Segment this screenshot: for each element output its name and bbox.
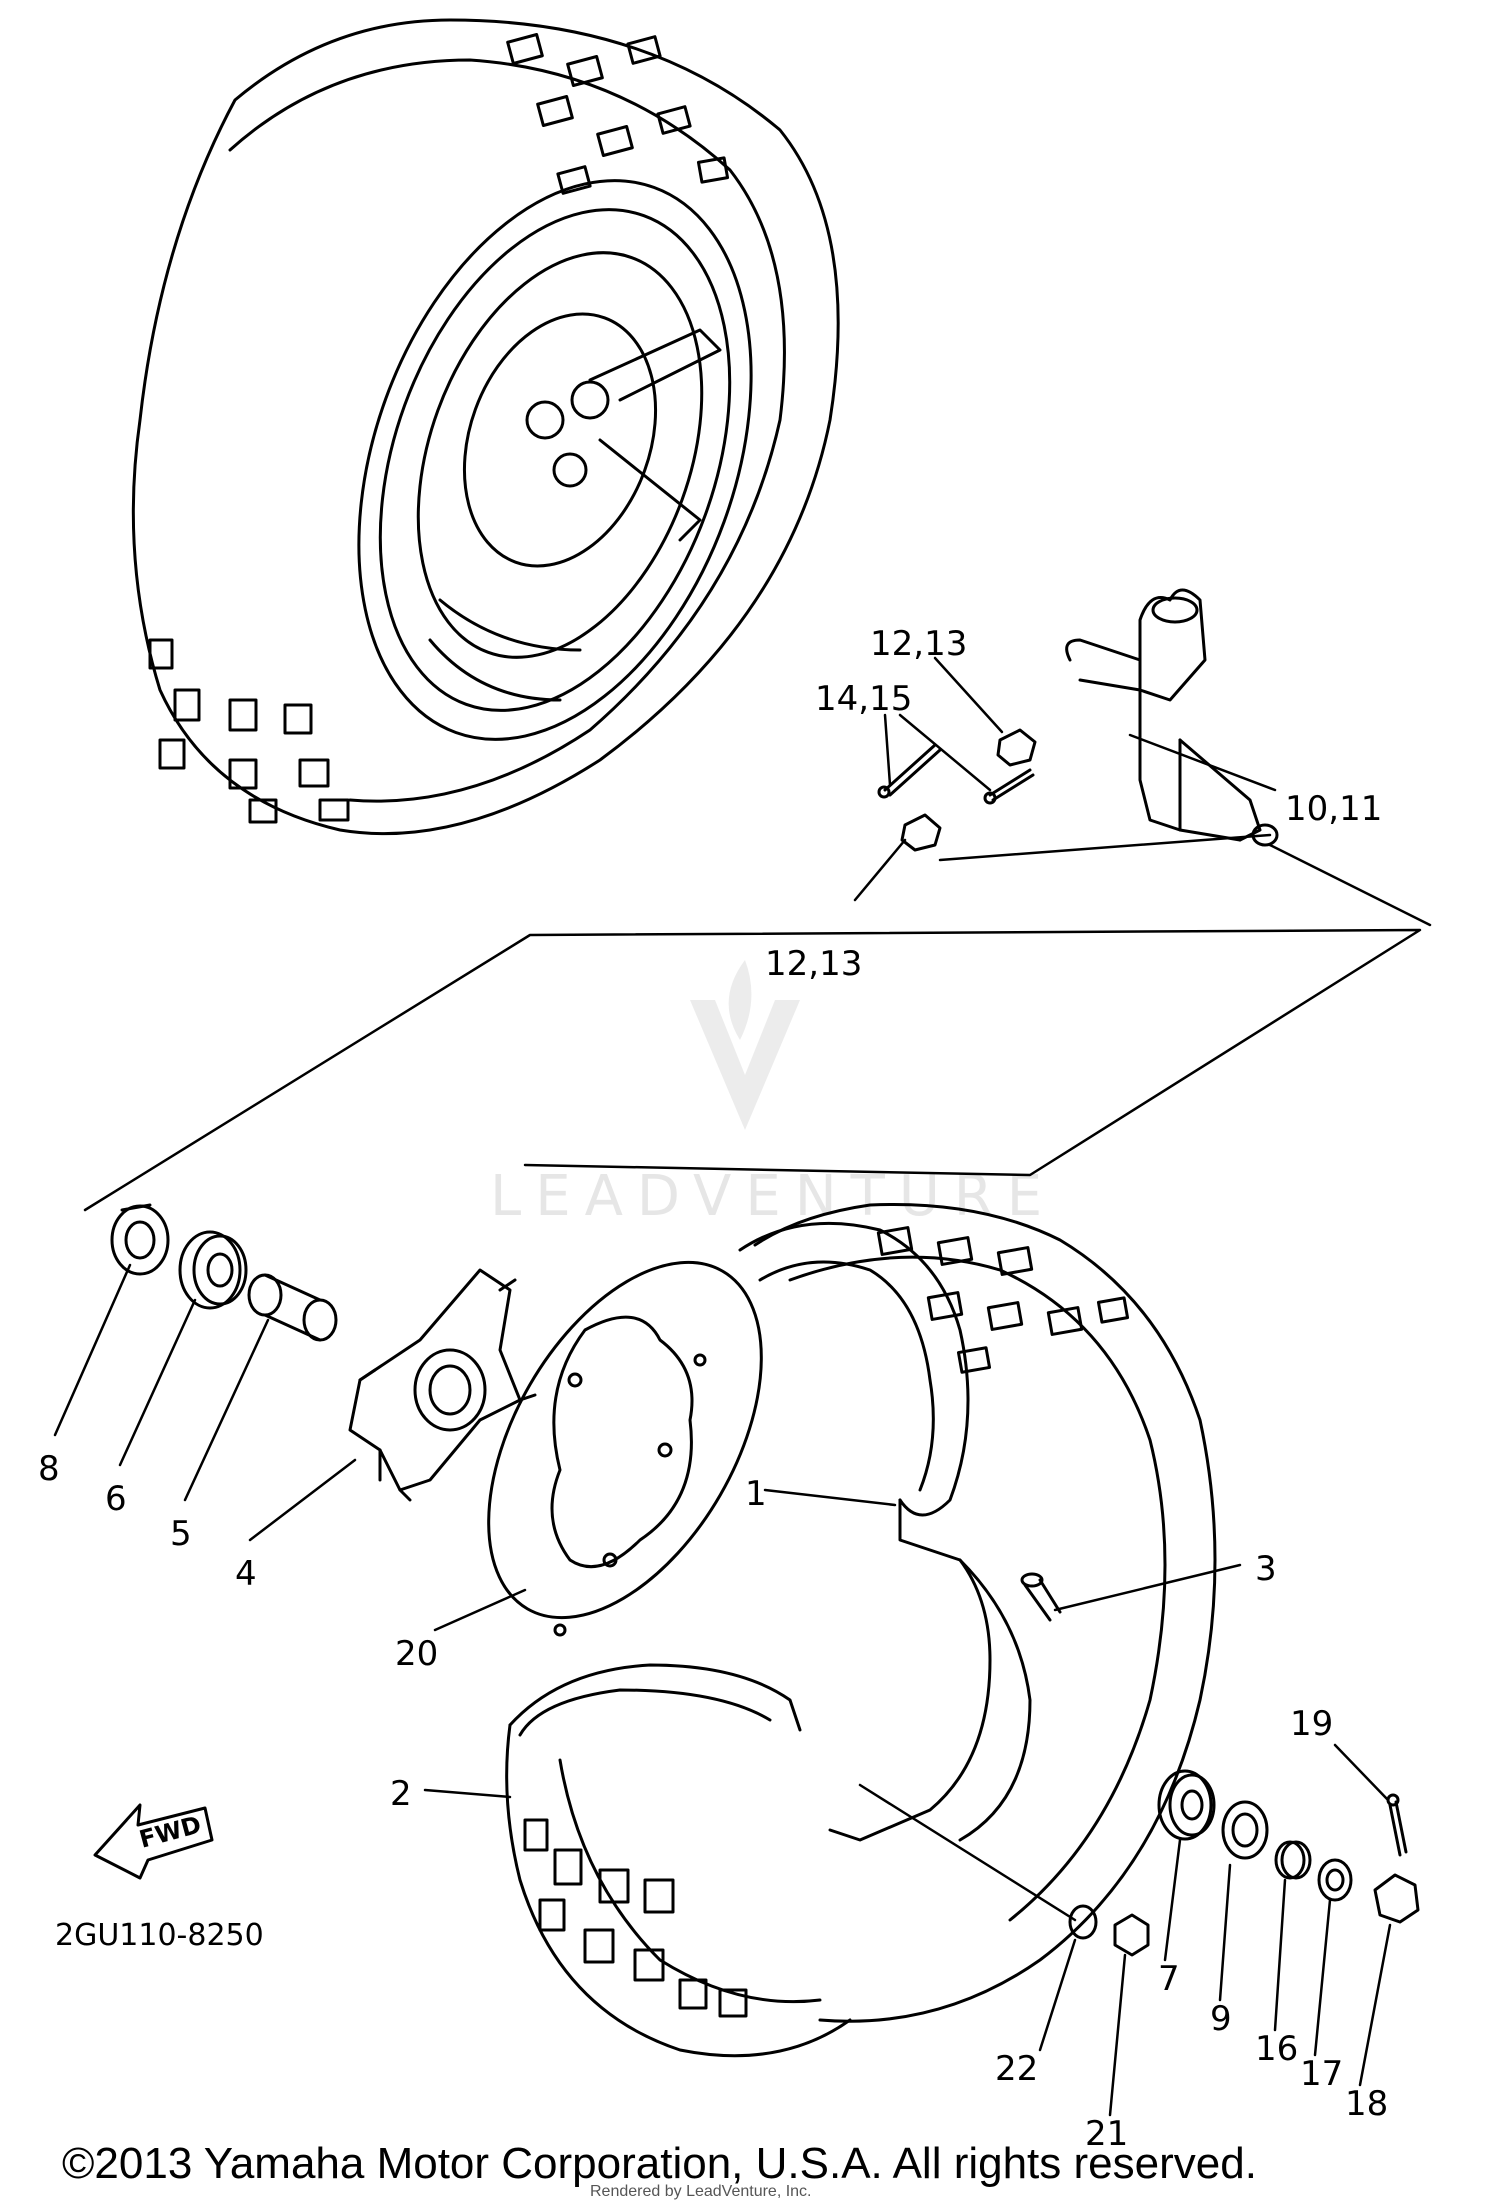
centerline — [83, 833, 1432, 1212]
callout-1: 1 — [745, 1474, 767, 1514]
bearing-6 — [178, 1230, 248, 1310]
tire-right — [753, 1202, 1217, 2023]
steering-knuckle — [1065, 588, 1279, 847]
callout-19: 19 — [1290, 1704, 1333, 1744]
callout-8: 8 — [38, 1449, 60, 1489]
copyright: ©2013 Yamaha Motor Corporation, U.S.A. A… — [62, 2139, 1257, 2188]
spacer-5 — [247, 1273, 338, 1342]
callout-7: 7 — [1158, 1959, 1180, 1999]
rim-outer-1 — [738, 1221, 1032, 1842]
cotter-pin-19 — [1386, 1793, 1408, 1857]
callout-21: 21 — [1085, 2114, 1128, 2154]
bearing-7 — [1157, 1769, 1216, 1841]
callout-20: 20 — [395, 1634, 438, 1674]
callout-12-13-bottom: 12,13 — [765, 944, 862, 984]
collar-16 — [1274, 1840, 1312, 1880]
tire-left-2 — [505, 1663, 852, 2058]
fwd-arrow-icon: FWD — [93, 1803, 214, 1880]
callout-9: 9 — [1210, 1999, 1232, 2039]
leadventure-logo-icon — [690, 960, 800, 1130]
callout-16: 16 — [1255, 2029, 1298, 2069]
hub-4 — [348, 1268, 537, 1502]
callout-10-11: 10,11 — [1285, 789, 1382, 829]
brake-disc-20 — [487, 1260, 763, 1637]
nut-21 — [1113, 1913, 1150, 1957]
assembled-wheel — [131, 18, 840, 836]
callout-17: 17 — [1300, 2054, 1343, 2094]
callout-6: 6 — [105, 1479, 127, 1519]
castle-nuts — [900, 728, 1037, 852]
callout-labels: 12,13 14,15 10,11 12,13 8 6 5 4 1 3 20 2… — [38, 624, 1388, 2154]
oil-seal-9 — [1221, 1800, 1269, 1860]
watermark: LEADVENTURE — [490, 960, 1056, 1229]
leader-lines — [53, 656, 1392, 2117]
diagram-code: 2GU110-8250 — [55, 1918, 264, 1953]
callout-5: 5 — [170, 1514, 192, 1554]
callout-2: 2 — [390, 1774, 412, 1814]
callout-12-13-top: 12,13 — [870, 624, 967, 664]
washer-22 — [1068, 1904, 1098, 1940]
callout-14-15: 14,15 — [815, 679, 912, 719]
callout-18: 18 — [1345, 2084, 1388, 2124]
footer-small: Rendered by LeadVenture, Inc. — [590, 2183, 812, 2200]
fwd-label: FWD — [136, 1810, 204, 1853]
callout-4: 4 — [235, 1554, 257, 1594]
valve-3 — [1020, 1572, 1062, 1622]
axle-nut-18 — [1373, 1873, 1420, 1924]
cotter-pins — [877, 743, 1035, 805]
callout-3: 3 — [1255, 1549, 1277, 1589]
washer-17 — [1317, 1858, 1353, 1902]
watermark-text: LEADVENTURE — [490, 1164, 1056, 1229]
callout-22: 22 — [995, 2049, 1038, 2089]
oil-seal-8 — [110, 1203, 170, 1276]
